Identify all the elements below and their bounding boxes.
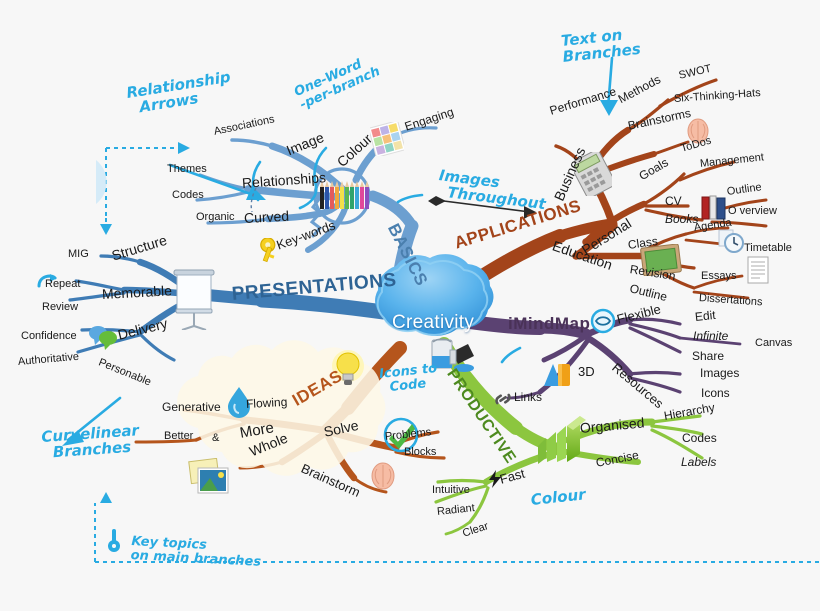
dart-head [524,206,536,219]
node-ampersand[interactable]: & [212,432,220,444]
node-review[interactable]: Review [42,301,79,313]
chain-link-icon [495,393,511,405]
clock-icon [718,229,744,253]
node-codes-productive[interactable]: Codes [682,431,717,445]
books-icon [701,195,726,220]
node-mig[interactable]: MIG [68,248,89,260]
dashed-guide-wedge [96,160,107,204]
dart-fletching [428,196,446,206]
key-icon [108,529,120,552]
node-images[interactable]: Images [700,366,740,380]
colour-palette-icon [370,122,404,156]
node-3d[interactable]: 3D [578,364,595,379]
node-curved[interactable]: Curved [243,207,290,226]
node-blocks[interactable]: Blocks [404,446,437,458]
node-timetable[interactable]: Timetable [744,242,792,254]
annotation-curvelinear-branches-visible: Curvelinear Branches [40,421,140,462]
center-node[interactable] [375,254,494,336]
brain-icon [371,462,395,490]
node-overview[interactable]: O verview [728,205,777,217]
node-links[interactable]: Links [514,390,543,404]
node-repeat[interactable]: Repeat [45,278,81,290]
node-intuitive[interactable]: Intuitive [432,484,470,496]
node-themes[interactable]: Themes [167,163,207,175]
node-generative[interactable]: Generative [162,400,221,414]
hand-arrow-marks [66,56,614,442]
speech-bubbles-icon [89,326,117,350]
document-icon [747,256,769,284]
imindmap-logo-icon [590,308,616,334]
node-flowing[interactable]: Flowing [245,394,288,411]
hand-arrowheads [62,100,618,446]
dart-shaft [435,199,531,213]
brain-icon [687,118,709,144]
dashed-guide-arrowheads [100,142,190,503]
repeat-arrow-icon [37,274,57,288]
water-drop-icon [228,387,250,418]
node-essays[interactable]: Essays [701,270,737,282]
center-node-label: Creativity [392,312,475,333]
paint-can-icon [431,338,474,372]
lightbulb-icon [332,350,364,385]
green-board-icon [640,244,682,276]
node-edit[interactable]: Edit [694,307,717,324]
association-dashed-curve [250,187,257,213]
node-books[interactable]: Books [665,212,699,226]
node-icons[interactable]: Icons [701,386,730,400]
photos-icon [188,458,229,494]
calculator-icon [574,152,612,196]
projector-screen-icon [173,269,215,330]
green-check-icon [383,417,419,453]
node-share[interactable]: Share [692,349,725,363]
node-cv[interactable]: CV [665,194,682,208]
node-infinite[interactable]: Infinite [693,329,729,343]
node-confidence[interactable]: Confidence [21,330,77,342]
ideas-cloud-background [177,340,386,476]
colored-pencils-icon [320,181,369,209]
node-canvas[interactable]: Canvas [755,337,793,349]
green-bars-icon [538,416,586,464]
lightning-icon [489,470,501,488]
node-better[interactable]: Better [164,430,194,442]
key-icon [260,238,276,263]
3d-shapes-icon [544,364,570,386]
node-organic[interactable]: Organic [196,211,235,223]
node-codes[interactable]: Codes [172,189,204,201]
branch-label-imindmap[interactable]: iMindMap [508,314,591,333]
node-labels[interactable]: Labels [681,455,717,469]
